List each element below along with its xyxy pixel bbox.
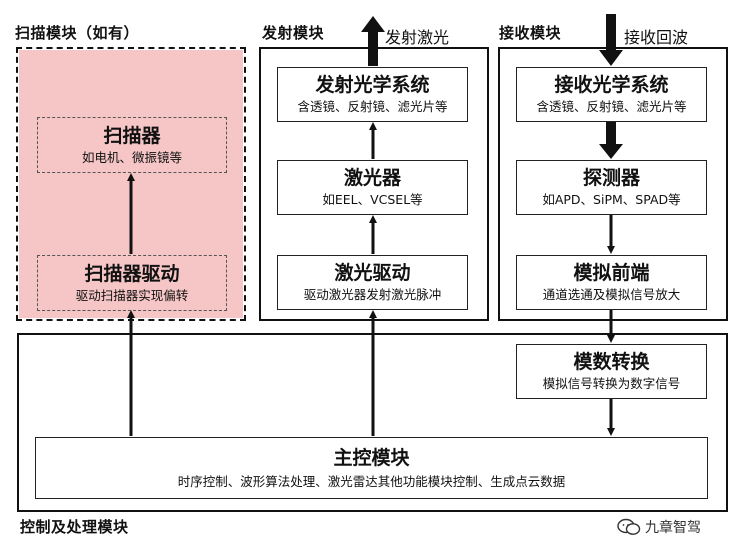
laser-node: 激光器 如EEL、VCSEL等 — [277, 160, 468, 215]
rx-optics-to-detector-head — [599, 144, 623, 159]
laser-driver-title: 激光驱动 — [334, 262, 411, 284]
afe-node: 模拟前端 通道选通及模拟信号放大 — [516, 255, 707, 310]
afe-subtitle: 通道选通及模拟信号放大 — [542, 287, 681, 302]
detector-subtitle: 如APD、SiPM、SPAD等 — [542, 192, 681, 207]
main-ctrl-title: 主控模块 — [333, 446, 410, 469]
main-ctrl-subtitle: 时序控制、波形算法处理、激光雷达其他功能模块控制、生成点云数据 — [177, 473, 566, 489]
laser-subtitle: 如EEL、VCSEL等 — [322, 192, 423, 207]
detector-node: 探测器 如APD、SiPM、SPAD等 — [516, 160, 707, 215]
scan-module-label: 扫描模块（如有） — [15, 24, 140, 42]
scanner-subtitle: 如电机、微振镜等 — [81, 149, 182, 165]
laser-driver-node: 激光驱动 驱动激光器发射激光脉冲 — [277, 255, 468, 310]
tx-optics-subtitle: 含透镜、反射镜、滤光片等 — [297, 99, 448, 114]
rx-in-arrow-head — [599, 50, 623, 66]
adc-node: 模数转换 模拟信号转换为数字信号 — [516, 344, 707, 399]
tx-signal-label: 发射激光 — [385, 28, 450, 47]
scanner-driver-title: 扫描器驱动 — [84, 262, 180, 285]
tx-optics-title: 发射光学系统 — [315, 74, 430, 96]
rx-module-label: 接收模块 — [499, 24, 562, 42]
rx-signal-label: 接收回波 — [624, 28, 689, 47]
main-ctrl-node: 主控模块 时序控制、波形算法处理、激光雷达其他功能模块控制、生成点云数据 — [35, 437, 708, 499]
tx-out-arrow-shaft — [368, 30, 378, 66]
rx-optics-title: 接收光学系统 — [554, 74, 669, 96]
adc-title: 模数转换 — [573, 351, 650, 373]
scanner-driver-subtitle: 驱动扫描器实现偏转 — [75, 287, 189, 303]
tx-out-arrow-head — [361, 16, 385, 32]
detector-title: 探测器 — [582, 167, 640, 189]
scanner-driver-node: 扫描器驱动 驱动扫描器实现偏转 — [37, 255, 227, 311]
watermark-text: 九章智驾 — [645, 520, 701, 536]
rx-optics-subtitle: 含透镜、反射镜、滤光片等 — [536, 99, 687, 114]
watermark: 九章智驾 — [617, 517, 701, 537]
adc-subtitle: 模拟信号转换为数字信号 — [542, 376, 681, 391]
laser-title: 激光器 — [343, 167, 401, 189]
rx-optics-to-detector-shaft — [606, 122, 616, 147]
tx-module-label: 发射模块 — [262, 24, 325, 42]
laser-driver-subtitle: 驱动激光器发射激光脉冲 — [303, 287, 442, 302]
ctrl-module-label: 控制及处理模块 — [20, 518, 129, 536]
rx-in-arrow-shaft — [606, 14, 616, 54]
tx-optics-node: 发射光学系统 含透镜、反射镜、滤光片等 — [277, 67, 468, 122]
scanner-node: 扫描器 如电机、微振镜等 — [37, 117, 227, 173]
rx-optics-node: 接收光学系统 含透镜、反射镜、滤光片等 — [516, 67, 707, 122]
wechat-icon — [617, 518, 641, 535]
scanner-title: 扫描器 — [103, 124, 161, 147]
afe-title: 模拟前端 — [573, 262, 650, 284]
